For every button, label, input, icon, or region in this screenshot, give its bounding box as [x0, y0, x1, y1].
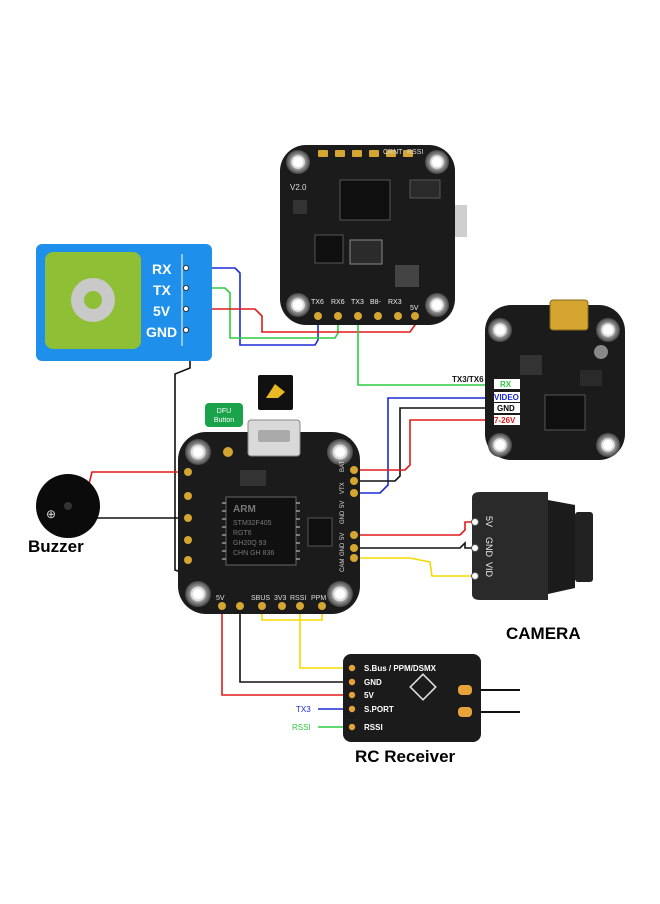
- camera-pin-vid: VID: [484, 562, 494, 578]
- gps-pin-5v: 5V: [153, 303, 171, 319]
- rx-pin-sport: S.PORT: [364, 705, 394, 714]
- mcu-chip: [225, 496, 297, 566]
- camera-pin-5v: 5V: [484, 516, 494, 527]
- mcu-brand: ARM: [233, 504, 256, 515]
- rc-receiver-title: RC Receiver: [355, 747, 456, 766]
- osd-pad-tx3: TX3: [351, 299, 364, 306]
- vtx-pin-gnd: GND: [497, 404, 515, 413]
- gps-pin-gnd: GND: [146, 324, 177, 340]
- fc-pad-5v-cam: 5V: [340, 533, 346, 540]
- wires: [87, 267, 520, 728]
- osd-pad-rx3: RX3: [388, 299, 402, 306]
- vtx-uart-label: TX3/TX6: [452, 375, 484, 384]
- osd-pad-rx6: RX6: [331, 299, 345, 306]
- mcu-text-2: RGT6: [233, 530, 252, 537]
- wire-cam-5v: [356, 521, 475, 536]
- vtx-pin-rx: RX: [500, 380, 512, 389]
- gps-module: RX TX 5V GND: [36, 244, 212, 361]
- wire-osd-tx3: [357, 318, 500, 386]
- dfu-label-1: DFU: [217, 408, 231, 415]
- wire-gps-tx: [185, 287, 339, 339]
- fc-pad-cam: CAM: [340, 559, 346, 572]
- wire-vtx-bat: [356, 419, 500, 471]
- rx-pin-rssi: RSSI: [364, 723, 383, 732]
- mcu-text-1: STM32F405: [233, 520, 272, 527]
- osd-board: CRNT RSSI V2.0 TX6 RX6 TX3 B8- RX3 5V: [280, 145, 467, 325]
- rx-pin-5v: 5V: [364, 691, 374, 700]
- fc-pad-ppm: PPM: [311, 595, 326, 602]
- wire-rx-gnd: [239, 608, 348, 683]
- fc-pad-5v-top: 5V: [340, 501, 346, 508]
- wire-rx-5v: [221, 608, 348, 696]
- vtx-board: RX VIDEO GND 7-26V TX3/TX6: [452, 299, 625, 460]
- vtx-pin-7-26v: 7-26V: [494, 416, 516, 425]
- dfu-label-2: Button: [214, 417, 234, 424]
- mcu-text-3: GH20Q 93: [233, 540, 267, 547]
- fc-pad-bat: BAT: [340, 460, 346, 472]
- buzzer: ⊕ Buzzer: [28, 474, 100, 556]
- wire-vtx-gnd: [356, 407, 500, 482]
- vtx-pin-video: VIDEO: [494, 393, 519, 402]
- wire-rx-sbus-2: [299, 608, 348, 669]
- osd-label-rssi: RSSI: [407, 149, 423, 156]
- osd-label-crnt: CRNT: [383, 149, 403, 156]
- rx-pin-sbus: S.Bus / PPM/DSMX: [364, 664, 437, 673]
- buzzer-plus-icon: ⊕: [46, 507, 56, 521]
- gps-pin-rx: RX: [152, 261, 172, 277]
- dfu-button[interactable]: [205, 403, 243, 427]
- wire-vtx-video: [356, 397, 500, 494]
- camera-pin-gnd: GND: [484, 537, 494, 558]
- fc-pad-5v-bottom: 5V: [216, 595, 225, 602]
- camera-label: CAMERA: [506, 624, 581, 643]
- osd-version: V2.0: [290, 183, 307, 192]
- osd-pad-tx6: TX6: [311, 299, 324, 306]
- fc-pad-3v3: 3V3: [274, 595, 287, 602]
- rx-input-tx3: TX3: [296, 705, 311, 714]
- rc-receiver: S.Bus / PPM/DSMX GND 5V S.PORT RSSI TX3 …: [292, 654, 481, 766]
- fc-pad-gnd-top: GND: [340, 510, 346, 524]
- osd-pad-5v: 5V: [410, 305, 419, 312]
- wire-gps-rx: [185, 267, 319, 346]
- wire-cam-gnd: [356, 541, 475, 549]
- vtx-antenna-connector: [549, 299, 589, 331]
- osd-pad-b8: B8-: [370, 299, 382, 306]
- gps-pin-tx: TX: [153, 282, 172, 298]
- fc-pad-sbus: SBUS: [251, 595, 270, 602]
- mcu-text-4: CHN GH 836: [233, 550, 274, 557]
- buzzer-label: Buzzer: [28, 537, 84, 556]
- wire-cam-vid: [356, 557, 475, 577]
- fc-pad-rssi: RSSI: [290, 595, 306, 602]
- fc-pad-gnd-cam: GND: [340, 542, 346, 556]
- flight-controller: DFU Button ARM STM32F405 RGT6 GH20Q 93 C…: [178, 375, 360, 614]
- camera: 5V GND VID CAMERA: [471, 492, 593, 643]
- rx-input-rssi: RSSI: [292, 723, 311, 732]
- rx-pin-gnd: GND: [364, 678, 382, 687]
- fc-pad-vtx: VTX: [340, 482, 346, 494]
